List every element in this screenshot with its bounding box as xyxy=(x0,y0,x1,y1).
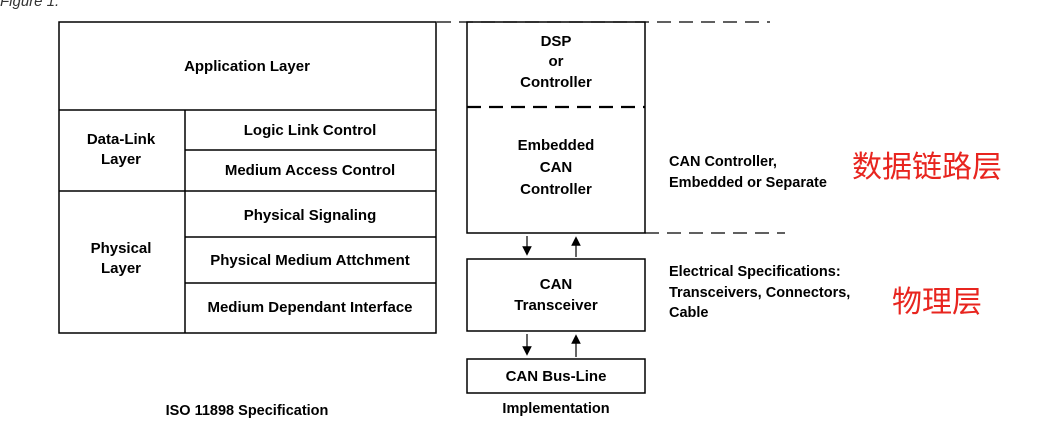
controller-note-2: Embedded or Separate xyxy=(669,175,827,191)
controller-note-1: CAN Controller, xyxy=(669,154,777,170)
embedded-label-1: Embedded xyxy=(518,137,595,154)
embedded-label-3: Controller xyxy=(520,181,592,198)
implementation-caption: Implementation xyxy=(502,401,609,417)
mac-label: Medium Access Control xyxy=(225,162,395,179)
llc-label: Logic Link Control xyxy=(244,122,377,139)
dsp-label-3: Controller xyxy=(520,74,592,91)
bus-line-box xyxy=(466,358,646,394)
physical-label-2: Layer xyxy=(101,260,141,277)
electrical-note-1: Electrical Specifications: xyxy=(669,264,841,280)
application-layer-label: Application Layer xyxy=(184,58,310,75)
implementation-stack: DSP or Controller Embedded CAN Controlle… xyxy=(466,21,646,394)
iso-outer-box xyxy=(58,21,437,334)
dsp-label-1: DSP xyxy=(541,33,572,50)
iso-caption: ISO 11898 Specification xyxy=(166,403,329,419)
figure-label: Figure 1. xyxy=(0,0,59,10)
transceiver-box xyxy=(466,258,646,332)
data-link-label-1: Data-Link xyxy=(87,131,156,148)
iso-stack: Application Layer Data-Link Layer Logic … xyxy=(58,21,437,334)
electrical-note-3: Cable xyxy=(669,305,709,321)
data-link-label-2: Layer xyxy=(101,151,141,168)
dsp-label-2: or xyxy=(549,53,564,70)
physical-label-1: Physical xyxy=(91,240,152,257)
electrical-note-2: Transceivers, Connectors, xyxy=(669,285,850,301)
mdi-label: Medium Dependant Interface xyxy=(207,299,412,316)
embedded-label-2: CAN xyxy=(540,159,573,176)
transceiver-label-2: Transceiver xyxy=(514,297,598,314)
pma-label: Physical Medium Attchment xyxy=(210,252,409,269)
bus-line-label: CAN Bus-Line xyxy=(506,368,607,385)
ps-label: Physical Signaling xyxy=(244,207,377,224)
data-link-chinese-label: 数据链路层 xyxy=(852,150,1002,185)
transceiver-label-1: CAN xyxy=(540,276,573,293)
controller-box xyxy=(466,21,646,234)
physical-chinese-label: 物理层 xyxy=(892,285,982,320)
